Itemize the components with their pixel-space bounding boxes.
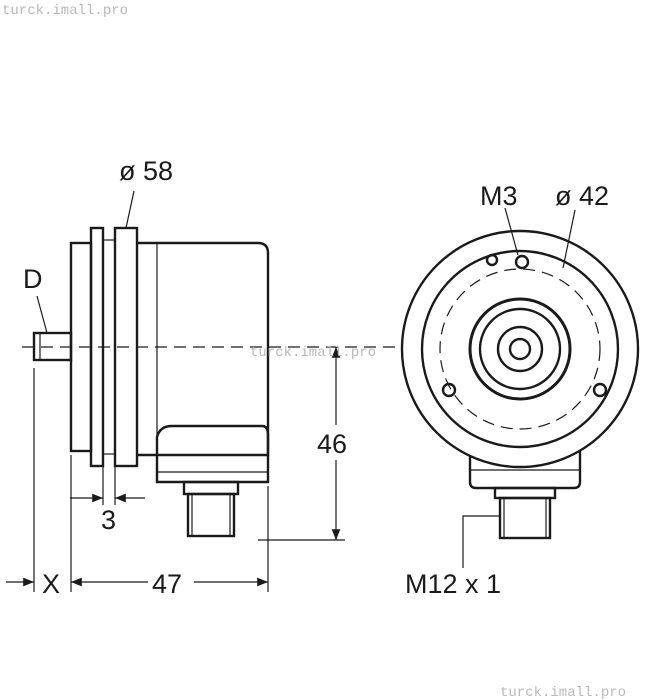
- hub-inner: [478, 307, 562, 391]
- label-dim-47: 47: [152, 569, 182, 599]
- shaft-bore: [508, 337, 532, 361]
- connector-nut: [182, 480, 240, 496]
- label-dim-3: 3: [101, 505, 116, 535]
- housing-body: [137, 241, 270, 457]
- leader-D: [36, 295, 48, 334]
- connector-plug: [186, 492, 236, 538]
- connector-block: [155, 424, 270, 484]
- hub-outer: [468, 297, 572, 401]
- m3-hole-top-left: [485, 253, 499, 267]
- label-shaft-D: D: [23, 264, 43, 294]
- front-view: M3 ø 42 M12 x 1: [400, 181, 640, 599]
- leader-d42: [562, 209, 576, 269]
- shaft-ring: [496, 325, 544, 373]
- label-dim-X: X: [42, 569, 60, 599]
- label-thread-M3: M3: [480, 181, 518, 211]
- label-diameter-58: ø 58: [119, 156, 173, 186]
- m3-hole-right: [592, 382, 608, 398]
- label-dim-46: 46: [317, 429, 347, 459]
- leader-m3: [504, 207, 519, 256]
- side-view: ø 58 D 3 X 47 46: [6, 156, 405, 599]
- watermark-center: turck.imall.pro: [250, 345, 376, 361]
- leader-d58: [125, 190, 135, 229]
- front-connector-nut: [493, 486, 557, 500]
- watermark-bottom-right: turck.imall.pro: [500, 685, 626, 700]
- m3-hole-left: [441, 382, 457, 398]
- m3-hole-top: [514, 254, 530, 270]
- flange-circle: [420, 249, 620, 449]
- front-connector-plug: [498, 496, 552, 540]
- label-connector-thread: M12 x 1: [405, 569, 501, 599]
- watermark-top-left: turck.imall.pro: [2, 3, 128, 19]
- label-diameter-42: ø 42: [555, 181, 609, 211]
- pitch-circle-42: [439, 268, 601, 430]
- leader-m12: [462, 515, 500, 568]
